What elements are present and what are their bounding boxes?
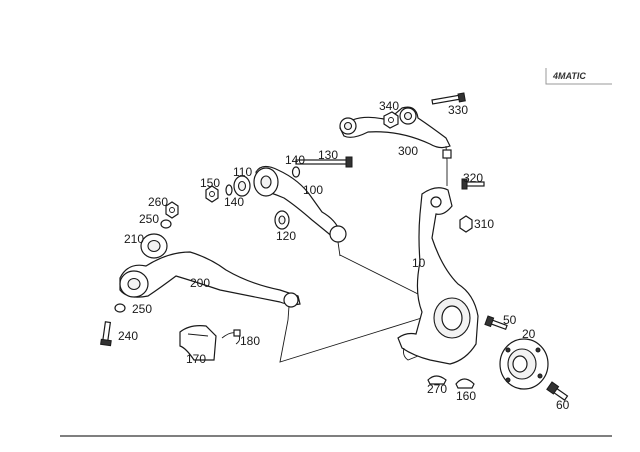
label-260: 260 <box>148 195 168 209</box>
nut-150 <box>205 185 219 203</box>
label-10: 10 <box>412 256 426 270</box>
washer-140-top <box>291 166 301 178</box>
label-200: 200 <box>190 276 210 290</box>
guide-lines <box>279 160 448 363</box>
label-120: 120 <box>276 229 296 243</box>
label-270: 270 <box>427 382 447 396</box>
label-310: 310 <box>474 217 494 231</box>
lower-arm-100 <box>253 165 347 257</box>
label-240: 240 <box>118 329 138 343</box>
label-110: 110 <box>233 165 252 179</box>
bolt-50 <box>484 315 508 331</box>
label-210: 210 <box>124 232 144 246</box>
bolt-240 <box>100 321 112 347</box>
label-20: 20 <box>522 327 536 341</box>
label-330: 330 <box>448 103 468 117</box>
bushing-210 <box>140 233 168 259</box>
steering-knuckle-10 <box>397 187 479 365</box>
nut-340 <box>383 111 399 129</box>
bolt-330 <box>431 92 466 105</box>
label-150: 150 <box>200 176 220 190</box>
label-50: 50 <box>503 313 517 327</box>
nut-310 <box>459 215 473 233</box>
label-100: 100 <box>303 183 323 197</box>
bracket-170 <box>179 325 217 361</box>
nut-260 <box>165 201 179 219</box>
label-250-top: 250 <box>139 212 159 226</box>
label-130: 130 <box>318 148 338 162</box>
sensor-180 <box>221 329 241 345</box>
label-180: 180 <box>240 334 260 348</box>
label-320: 320 <box>463 171 483 185</box>
bushing-120 <box>274 210 290 230</box>
dust-shield-270 <box>427 375 447 385</box>
label-340: 340 <box>379 99 399 113</box>
dust-shield-160 <box>455 378 475 389</box>
wheel-hub-20 <box>499 338 549 390</box>
label-300: 300 <box>398 144 418 158</box>
washer-250-lower <box>114 303 126 313</box>
4matic-badge-text: 4MATIC <box>552 71 586 81</box>
label-170: 170 <box>186 352 206 366</box>
part-labels: 340 330 300 140 130 110 150 140 100 120 … <box>118 99 570 412</box>
washer-250-top <box>160 219 172 229</box>
4matic-badge: 4MATIC <box>545 68 612 85</box>
label-60: 60 <box>556 398 570 412</box>
bolt-130 <box>295 156 353 168</box>
label-160: 160 <box>456 389 476 403</box>
label-140-lower: 140 <box>224 195 244 209</box>
label-250-lower: 250 <box>132 302 152 316</box>
label-140-top: 140 <box>285 153 305 167</box>
bushing-110 <box>233 175 251 197</box>
tension-strut-200 <box>119 251 301 321</box>
bolt-60 <box>546 381 569 401</box>
washer-140-lower <box>225 184 233 196</box>
bolt-320 <box>461 178 485 190</box>
upper-arm-300 <box>339 106 452 161</box>
